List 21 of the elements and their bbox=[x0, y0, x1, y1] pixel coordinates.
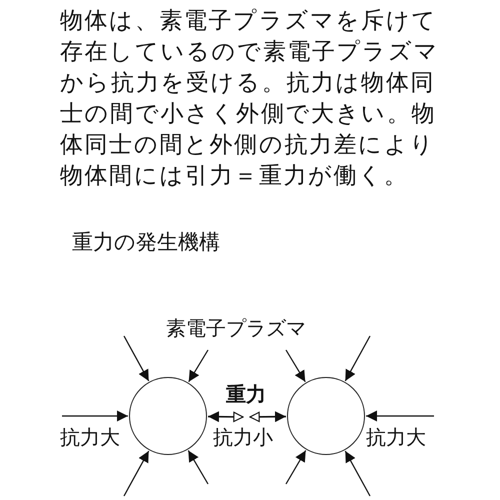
arrow bbox=[188, 350, 209, 382]
arrow bbox=[344, 450, 371, 496]
arrow bbox=[62, 410, 128, 422]
arrow bbox=[344, 336, 371, 382]
resistance-label: 抗力小 bbox=[213, 425, 273, 449]
arrow bbox=[285, 450, 306, 484]
resistance-label: 抗力大 bbox=[60, 425, 120, 449]
body-text: 物体は、素電子プラズマを斥けて存在しているので素電子プラズマから抗力を受ける。抗力は物体同士の間で小さく外側で大きい。物体同士の間と外側の抗力差により物体間には引力＝重力が働く。 bbox=[60, 7, 440, 191]
object-circle bbox=[287, 377, 365, 455]
section-heading: 重力の発生機構 bbox=[72, 230, 220, 256]
arrow bbox=[249, 411, 286, 422]
object-circle bbox=[129, 377, 207, 455]
arrow bbox=[123, 450, 150, 496]
plasma-label: 素電子プラズマ bbox=[166, 316, 306, 340]
gravity-label: 重力 bbox=[226, 384, 266, 404]
arrow bbox=[123, 336, 150, 382]
resistance-label: 抗力大 bbox=[366, 425, 426, 449]
arrow bbox=[285, 350, 306, 382]
arrow bbox=[208, 411, 244, 422]
arrow bbox=[366, 410, 434, 422]
arrow bbox=[188, 450, 209, 484]
